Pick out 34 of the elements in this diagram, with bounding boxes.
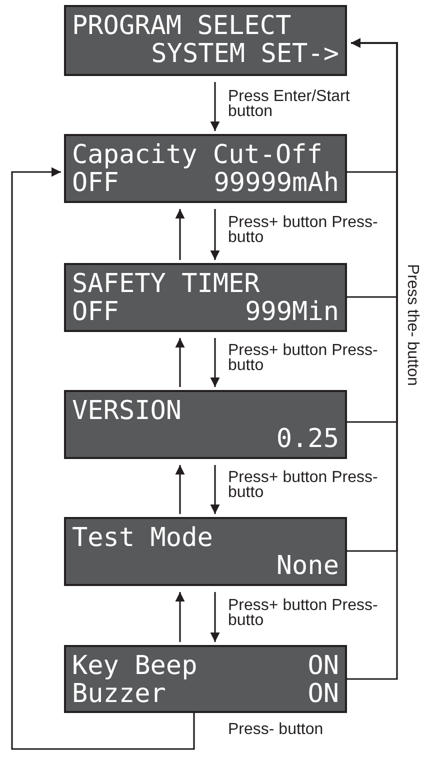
screen-text: 99999mAh [214,169,339,197]
screen-text: None [276,552,339,580]
vertical-label: Press the- button [403,264,421,386]
lcd-screen [64,645,347,713]
screen-text: VERSION [72,397,182,425]
screen-text: PROGRAM SELECT [72,12,292,40]
arrow [210,465,220,514]
arrow [210,338,220,387]
screen-text: OFF [72,298,119,326]
screen-text: 0.25 [276,425,339,453]
arrow [210,592,220,642]
arrow [347,38,398,680]
lcd-screen [64,263,347,332]
arrow [175,338,185,387]
screen-text: ON [308,680,339,708]
arrow [210,209,220,260]
screen-text: 999Min [245,298,339,326]
arrow [175,592,185,642]
arrow [175,465,185,514]
screen-text: SAFETY TIMER [72,270,260,298]
lcd-screen [64,390,347,459]
screen-text: Buzzer [72,680,166,708]
screen-text: Test Mode [72,524,213,552]
arrow [210,82,220,131]
screen-text: Key Beep [72,652,198,680]
arrow [11,167,195,750]
screen-text: SYSTEM SET-> [151,40,339,68]
lcd-screen [64,134,347,203]
lcd-screen [64,5,347,76]
arrow [175,209,185,260]
screen-text: ON [308,652,339,680]
lcd-screen [64,517,347,586]
screen-text: OFF [72,169,119,197]
screen-text: Capacity Cut-Off [72,141,322,169]
